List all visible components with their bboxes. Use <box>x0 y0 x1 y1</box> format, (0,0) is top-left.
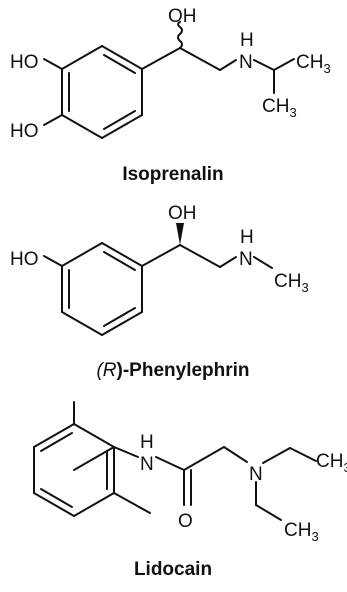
molecule-lidocain: H N O N CH3 CH3 Lidocain <box>33 401 347 580</box>
isoprenalin-ch3-bottom-label: CH3 <box>262 96 297 120</box>
isoprenalin-ho-upper-label: HO <box>10 52 39 73</box>
isoprenalin-ch3-top-label: CH3 <box>296 52 331 76</box>
isoprenalin-ho-lower-label: HO <box>10 121 39 142</box>
lidocain-name: Lidocain <box>134 559 212 580</box>
lidocain-nh-h-label: H <box>140 432 154 453</box>
isoprenalin-nh-n-label: N <box>239 52 253 73</box>
isoprenalin-nh-h-label: H <box>240 30 254 51</box>
lidocain-n-label: N <box>249 464 263 485</box>
lidocain-ch3-top-label: CH3 <box>316 451 347 475</box>
phenylephrin-nh-h-label: H <box>240 227 254 248</box>
isoprenalin-name: Isoprenalin <box>122 164 223 185</box>
phenylephrin-wedge-bond <box>176 223 184 245</box>
phenylephrin-name: (R)-Phenylephrin <box>96 360 249 381</box>
isoprenalin-bonds <box>43 21 295 139</box>
lidocain-ch3-bottom-label: CH3 <box>284 520 319 544</box>
phenylephrin-bonds <box>43 242 273 336</box>
phenylephrin-oh-label: OH <box>168 203 197 224</box>
lidocain-bonds <box>33 401 317 521</box>
isoprenalin-oh-label: OH <box>168 6 197 27</box>
phenylephrin-ch3-label: CH3 <box>274 271 309 295</box>
phenylephrin-ho-label: HO <box>10 249 39 270</box>
lidocain-o-label: O <box>178 511 193 532</box>
molecule-phenylephrin: OH HO H N CH3 (R)-Phenylephrin <box>10 203 309 381</box>
lidocain-nh-n-label: N <box>140 454 154 475</box>
phenylephrin-nh-n-label: N <box>239 249 253 270</box>
molecule-isoprenalin: OH HO HO H N CH3 CH3 Isoprenalin <box>10 6 331 185</box>
